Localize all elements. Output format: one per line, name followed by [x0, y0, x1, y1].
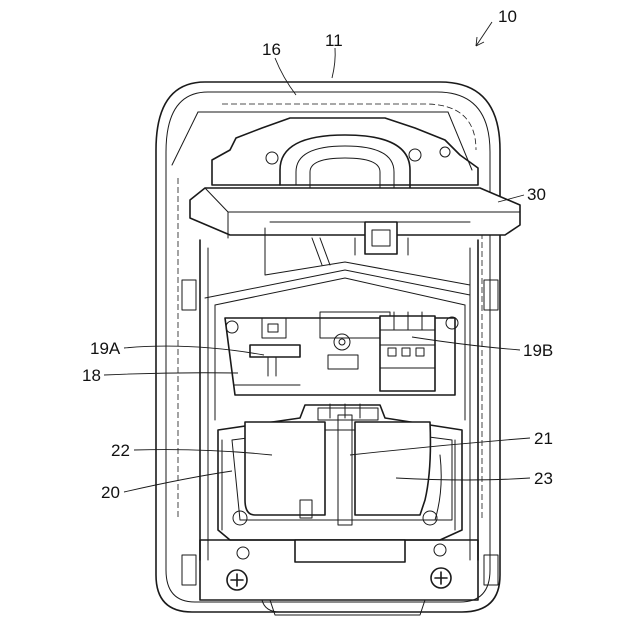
label-cover: 11 [325, 31, 343, 50]
label-device: 10 [498, 7, 517, 26]
label-terminal-left: 19A [90, 339, 121, 358]
middle-frame [182, 228, 498, 560]
label-clip: 30 [527, 185, 546, 204]
holder [218, 404, 462, 540]
label-divider: 21 [534, 429, 553, 448]
board [225, 312, 458, 395]
upper-member [212, 118, 478, 193]
label-terminal-right: 19B [523, 341, 553, 360]
label-right-compartment: 23 [534, 469, 553, 488]
label-left-compartment: 22 [111, 441, 130, 460]
bottom-base [182, 540, 498, 615]
label-upper-member: 16 [262, 40, 281, 59]
label-board: 18 [82, 366, 101, 385]
label-holder: 20 [101, 483, 120, 502]
